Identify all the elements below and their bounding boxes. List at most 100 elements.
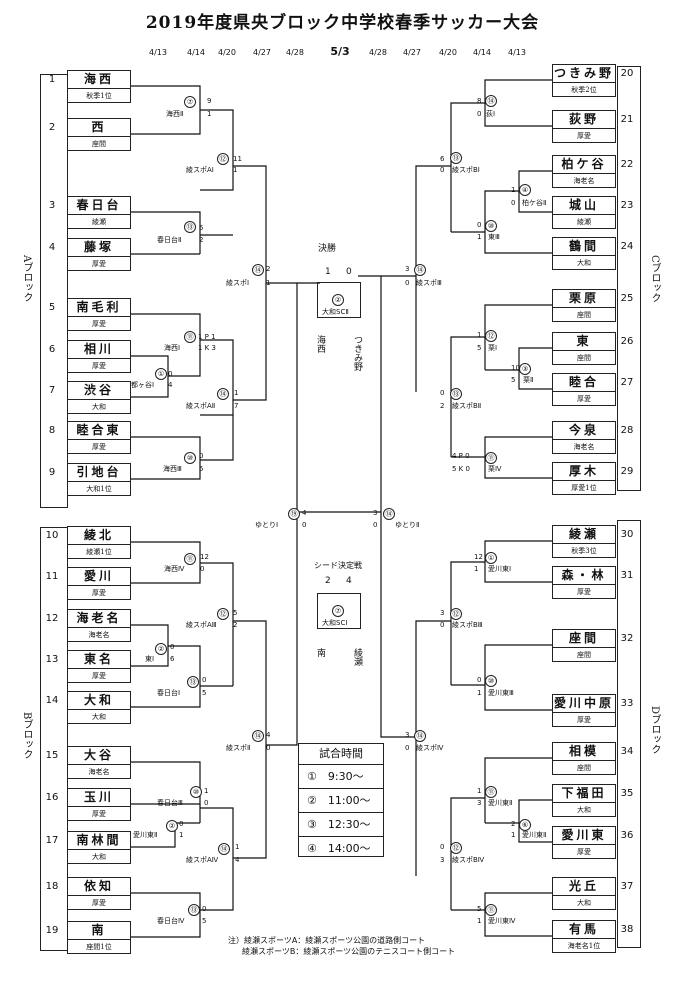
block-a-label: Aブロック bbox=[21, 255, 32, 303]
seed-number: 22 bbox=[620, 159, 634, 170]
match-annotation: 0 bbox=[202, 676, 207, 684]
match-annotation: 愛川東Ⅰ bbox=[488, 565, 512, 573]
seed-number: 32 bbox=[620, 633, 634, 644]
team-name: 栗原 bbox=[553, 290, 615, 308]
seed-number: 18 bbox=[45, 881, 59, 892]
match-number: ⑩ bbox=[485, 675, 497, 687]
team-name: 柏ケ谷 bbox=[553, 156, 615, 174]
match-annotation: 1 bbox=[477, 331, 482, 339]
team-name: 城山 bbox=[553, 197, 615, 215]
seed-number: 28 bbox=[620, 425, 634, 436]
team-box: 愛川東厚愛 bbox=[552, 826, 616, 859]
match-annotation: 0 bbox=[405, 279, 410, 287]
team-box: 依知厚愛 bbox=[67, 877, 131, 910]
seed-number: 10 bbox=[45, 530, 59, 541]
team-name: 相模 bbox=[553, 743, 615, 761]
seed-number: 25 bbox=[620, 293, 634, 304]
match-annotation: 10 bbox=[511, 364, 520, 372]
team-region: 座間 bbox=[577, 311, 591, 319]
team-region: 座間1位 bbox=[86, 943, 112, 951]
team-box: 南林間大和 bbox=[67, 831, 131, 864]
team-box: 南毛利厚愛 bbox=[67, 298, 131, 331]
match-annotation: 2 bbox=[199, 236, 204, 244]
match-annotation: 海西Ⅲ bbox=[163, 465, 182, 473]
match-annotation: 綾スポⅠ bbox=[226, 279, 250, 287]
match-annotation: 0 bbox=[440, 621, 445, 629]
team-name: 睦合東 bbox=[68, 422, 130, 440]
match-annotation: 7 bbox=[234, 402, 239, 410]
team-name: 藤塚 bbox=[68, 239, 130, 257]
match-annotation: 0 bbox=[477, 676, 482, 684]
team-box: 藤塚厚愛 bbox=[67, 238, 131, 271]
match-number: ⑬ bbox=[184, 221, 196, 233]
third-right-team: 綾瀬 bbox=[352, 648, 362, 666]
match-annotation: 5 bbox=[199, 465, 204, 473]
team-box: 森・林厚愛 bbox=[552, 566, 616, 599]
seed-number: 19 bbox=[45, 925, 59, 936]
match-number: ⑫ bbox=[485, 330, 497, 342]
team-region: 厚愛 bbox=[577, 588, 591, 596]
date-col-1: 4/13 bbox=[149, 48, 167, 57]
date-col-5: 4/28 bbox=[286, 48, 304, 57]
team-box: 座間座間 bbox=[552, 629, 616, 662]
match-annotation: 1 K 3 bbox=[198, 344, 216, 352]
match-annotation: 愛川東Ⅲ bbox=[488, 689, 514, 697]
match-annotation: 1 bbox=[511, 186, 516, 194]
match-number: ① bbox=[485, 552, 497, 564]
final-left-team: 海西 bbox=[315, 335, 325, 353]
seed-number: 4 bbox=[48, 242, 56, 253]
match-annotation: 11 bbox=[233, 155, 242, 163]
match-number: ⑫ bbox=[450, 608, 462, 620]
match-annotation: 1 bbox=[233, 166, 238, 174]
match-annotation: 0 bbox=[477, 221, 482, 229]
team-name: 海老名 bbox=[68, 610, 130, 628]
team-region: 大和 bbox=[577, 806, 591, 814]
match-number: ⑫ bbox=[217, 608, 229, 620]
match-annotation: 5 bbox=[477, 344, 482, 352]
date-col-7: 4/27 bbox=[403, 48, 421, 57]
match-annotation: 1 bbox=[207, 110, 212, 118]
team-box: 有馬海老名1位 bbox=[552, 920, 616, 953]
match-annotation: 綾スポBⅡ bbox=[452, 402, 482, 410]
match-annotation: 0 bbox=[511, 199, 516, 207]
third-label: シード決定戦 bbox=[314, 561, 362, 570]
match-annotation: 0 bbox=[440, 166, 445, 174]
team-region: 座間 bbox=[577, 651, 591, 659]
team-box: 相川厚愛 bbox=[67, 340, 131, 373]
match-annotation: 0 bbox=[168, 370, 173, 378]
team-region: 厚愛 bbox=[92, 589, 106, 597]
seed-number: 27 bbox=[620, 377, 634, 388]
team-name: 有馬 bbox=[553, 921, 615, 939]
match-annotation: 0 bbox=[204, 799, 209, 807]
seed-number: 20 bbox=[620, 68, 634, 79]
match-annotation: 愛川東Ⅱ bbox=[522, 831, 547, 839]
schedule-row: ③ 12:30〜 bbox=[299, 813, 383, 837]
seed-number: 24 bbox=[620, 241, 634, 252]
final-slot: ② bbox=[332, 294, 344, 306]
match-annotation: 2 bbox=[440, 402, 445, 410]
team-name: 綾北 bbox=[68, 527, 130, 545]
match-annotation: 栗Ⅳ bbox=[488, 465, 502, 473]
team-region: 座間 bbox=[577, 354, 591, 362]
date-col-3: 4/20 bbox=[218, 48, 236, 57]
date-final: 5/3 bbox=[330, 45, 350, 58]
team-box: 南座間1位 bbox=[67, 921, 131, 954]
schedule-header: 試合時間 bbox=[299, 744, 383, 765]
match-annotation: 愛川東Ⅳ bbox=[488, 917, 516, 925]
team-region: 厚愛1位 bbox=[571, 484, 597, 492]
third-venue: 大和SCⅠ bbox=[322, 619, 348, 627]
seed-number: 3 bbox=[48, 200, 56, 211]
team-name: 東名 bbox=[68, 651, 130, 669]
match-annotation: 都ヶ谷Ⅰ bbox=[131, 381, 155, 389]
third-slot: ⑦ bbox=[332, 605, 344, 617]
team-region: 厚愛 bbox=[577, 848, 591, 856]
team-region: 綾瀬1位 bbox=[86, 548, 112, 556]
seed-number: 12 bbox=[45, 613, 59, 624]
team-name: 玉川 bbox=[68, 789, 130, 807]
match-annotation: 東Ⅲ bbox=[488, 233, 500, 241]
team-box: 愛川厚愛 bbox=[67, 567, 131, 600]
match-annotation: 荻Ⅰ bbox=[486, 110, 496, 118]
team-name: 今泉 bbox=[553, 422, 615, 440]
seed-number: 21 bbox=[620, 114, 634, 125]
final-box bbox=[317, 282, 361, 318]
